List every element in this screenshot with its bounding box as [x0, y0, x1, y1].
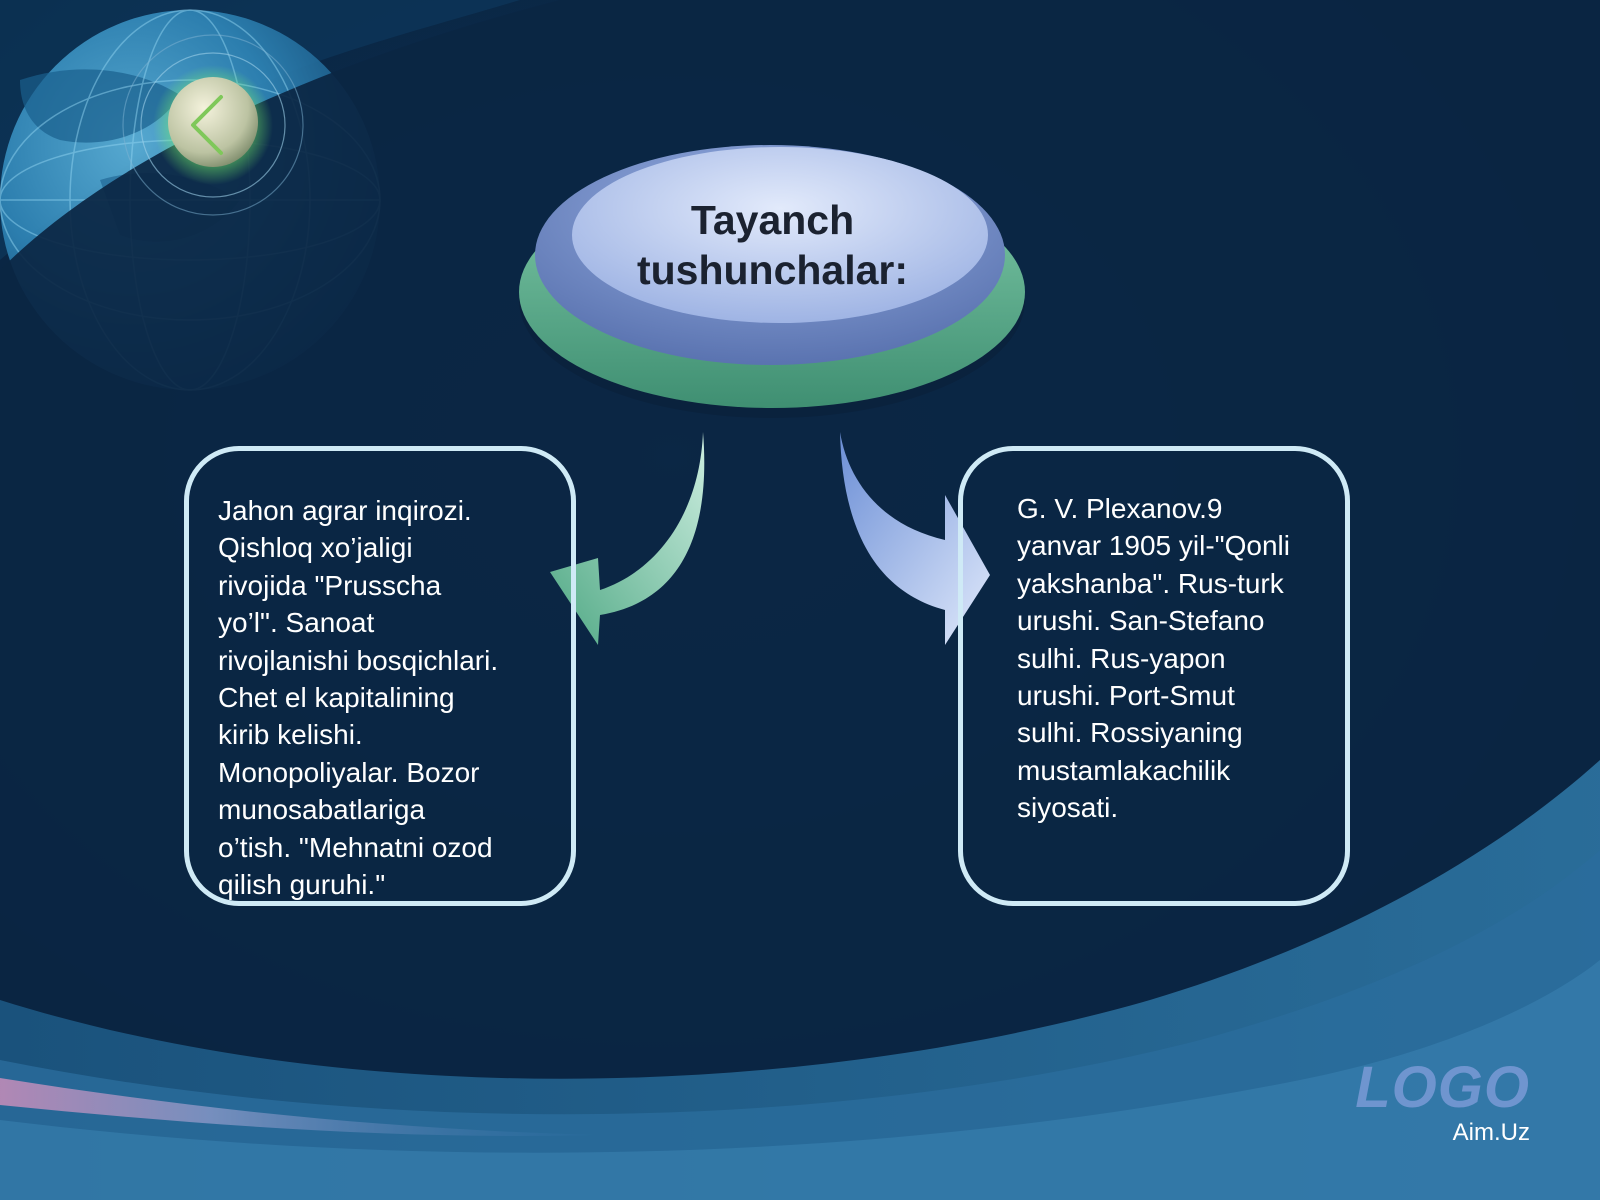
- logo: LOGO: [1355, 1055, 1530, 1120]
- title-line: tushunchalar:: [636, 247, 909, 293]
- back-button-rings: [122, 34, 304, 216]
- right-concept-text: G. V. Plexanov.9 yanvar 1905 yil-"Qonli …: [1017, 493, 1290, 824]
- back-button[interactable]: [163, 75, 263, 175]
- left-concept-text: Jahon agrar inqirozi. Qishloq xo’jaligi …: [218, 495, 499, 901]
- chevron-left-icon: [191, 95, 223, 155]
- bottom-swoosh: [0, 760, 1600, 1200]
- arrow-left: [550, 432, 705, 645]
- title-line: Tayanch: [690, 197, 855, 243]
- diagram-title: Tayanch tushunchalar:: [560, 195, 985, 295]
- site-name: Aim.Uz: [1452, 1119, 1530, 1146]
- arrow-right: [840, 432, 990, 645]
- title-ellipse: [519, 145, 1025, 418]
- right-concept-box: [958, 446, 1350, 906]
- left-concept-box: [184, 446, 576, 906]
